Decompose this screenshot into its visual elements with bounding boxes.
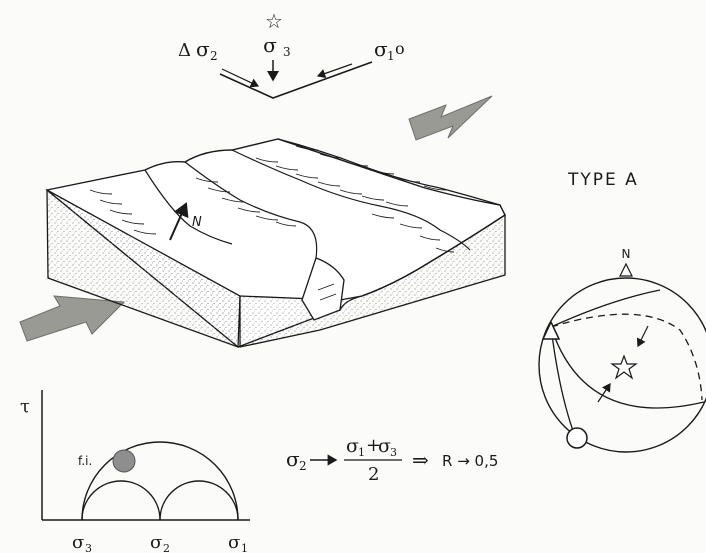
primitive-circle (538, 277, 706, 453)
sigma2-subscript: 2 (210, 49, 218, 63)
type-label: TYPE A (567, 170, 639, 190)
great-circle-2 (550, 289, 661, 328)
ridge-line-3 (231, 149, 471, 251)
circle-symbol: o (395, 39, 405, 58)
stress-ratio-formula: σ 2 σ 1 + σ 3 2 ⇒ R → 0,5 (286, 435, 498, 485)
formula-num-a: σ (346, 435, 359, 457)
block-north-arrow (169, 202, 189, 241)
formula-num-a-sub: 1 (358, 446, 365, 459)
mohr-sigma2-label: σ (150, 532, 162, 553)
slip-arrow-lower (597, 383, 611, 403)
mohr-sigma1-sub: 1 (241, 542, 248, 553)
sigma1-subscript: 1 (387, 49, 395, 63)
sigma1-circle-marker (566, 427, 588, 449)
sigma2-label: σ (196, 37, 210, 61)
ridge-line-2 (184, 161, 318, 259)
formula-implies: ⇒ (412, 448, 429, 472)
mohr-circle-small-left (81, 480, 161, 521)
sigma1-label: σ (374, 37, 388, 61)
dashed-great-circle (550, 313, 703, 401)
tau-axis-label: τ (20, 396, 30, 417)
slip-arrow-upper (636, 325, 649, 348)
compression-arrow-left (19, 295, 126, 342)
stereonet: N (538, 247, 706, 453)
stress-vee (219, 61, 373, 99)
mohr-diagram: τ f.i. σ 3 σ 2 σ 1 (20, 390, 250, 553)
sigma2-arrow (221, 68, 260, 88)
stereonet-north-label: N (622, 247, 631, 261)
block-front-face (46, 188, 241, 348)
star-symbol: ☆ (265, 9, 283, 33)
fault-block: N (45, 138, 506, 348)
north-triangle-marker (619, 262, 633, 277)
formula-plus: + (366, 435, 381, 456)
formula-denominator: 2 (368, 464, 379, 485)
triangle-symbol: Δ (178, 40, 191, 61)
formula-lhs: σ (286, 447, 300, 471)
fi-label: f.i. (78, 454, 92, 468)
fault-point-dot (112, 449, 136, 473)
sigma3-label: σ (263, 33, 277, 57)
sigma3-subscript: 3 (283, 45, 291, 59)
sigma2-triangle-marker (541, 320, 561, 340)
fault-plane (301, 257, 345, 321)
block-side-face (239, 213, 506, 348)
sigma1-arrow (316, 63, 353, 79)
block-north-label: N (192, 215, 202, 230)
formula-num-b-sub: 3 (390, 446, 397, 459)
stress-axes: ☆ σ 3 Δ σ 2 σ 1 o (178, 9, 405, 99)
mohr-circle-small-right (159, 480, 239, 521)
mohr-sigma3-sub: 3 (85, 542, 92, 553)
formula-rhs: R → 0,5 (442, 452, 498, 470)
mohr-sigma1-label: σ (228, 532, 240, 553)
compression-arrow-right (408, 95, 493, 141)
surface-hachures (89, 145, 455, 253)
mohr-sigma2-sub: 2 (163, 542, 170, 553)
great-circle-1 (550, 326, 705, 409)
mohr-circle-large (81, 441, 239, 521)
sigma3-star-marker (610, 354, 638, 380)
ridge-line-1 (144, 169, 233, 245)
formula-lhs-sub: 2 (299, 459, 307, 473)
formula-num-b: σ (378, 435, 391, 457)
fault-striae (317, 283, 335, 291)
mohr-sigma3-label: σ (72, 532, 84, 553)
